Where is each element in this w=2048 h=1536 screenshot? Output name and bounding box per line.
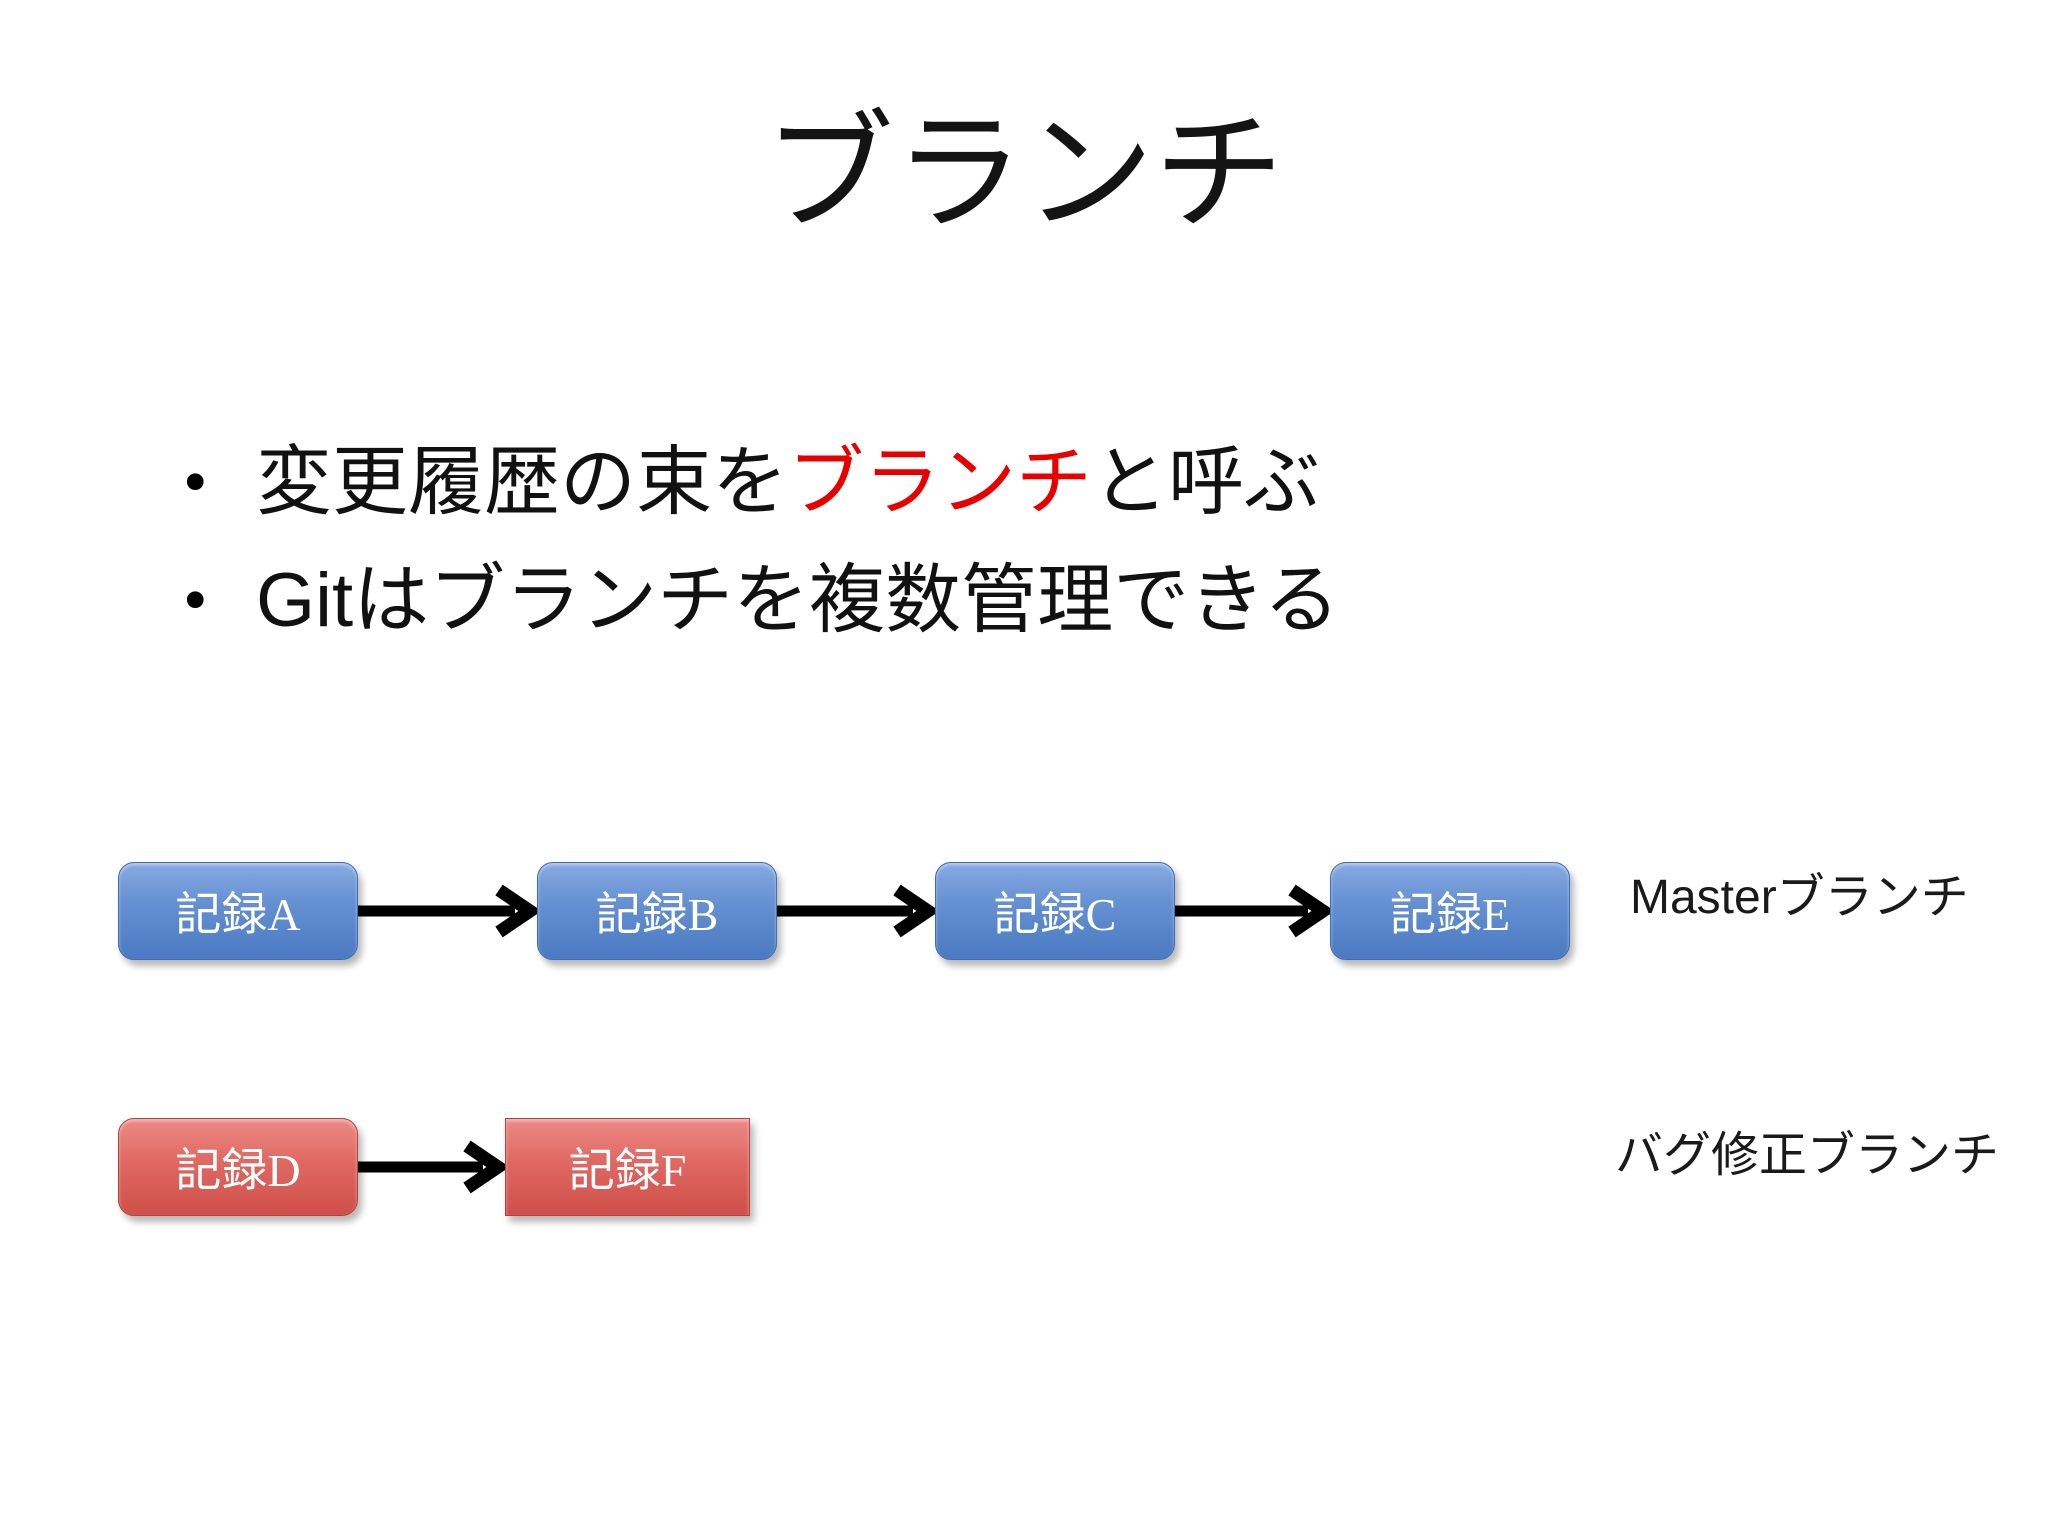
commit-node-record-f: 記録F (505, 1118, 750, 1216)
flow-arrow-icon (1175, 883, 1335, 939)
bullet2-rest-text: はブランチを複数管理できる (353, 559, 1340, 643)
flow-arrow-icon (777, 883, 940, 939)
bullet-text: Gitはブランチを複数管理できる (256, 542, 1340, 660)
bullet-item: • 変更履歴の束をブランチと呼ぶ (150, 424, 1340, 542)
page-title: ブランチ (763, 103, 1284, 247)
bullet-item: • Gitはブランチを複数管理できる (150, 542, 1340, 660)
commit-node-record-e: 記録E (1330, 862, 1570, 960)
commit-node-record-a: 記録A (118, 862, 358, 960)
bullet1-post-text: と呼ぶ (1092, 441, 1320, 525)
bullet-list: • 変更履歴の束をブランチと呼ぶ • Gitはブランチを複数管理できる (150, 424, 1340, 660)
commit-node-record-b: 記録B (537, 862, 777, 960)
flow-arrow-icon (358, 883, 542, 939)
bullet-marker-icon: • (183, 444, 208, 521)
master-branch-label-jp: ブランチ (1776, 871, 1969, 924)
bullet2-latin-text: Git (256, 558, 354, 643)
flow-arrow-icon (358, 1139, 510, 1195)
bullet1-highlight-text: ブランチ (788, 441, 1092, 525)
bullet-marker-icon: • (183, 562, 208, 639)
bullet-text: 変更履歴の束をブランチと呼ぶ (256, 424, 1320, 542)
master-branch-label-latin: Master (1630, 871, 1777, 924)
bullet1-pre-text: 変更履歴の束を (256, 441, 788, 525)
commit-node-record-d: 記録D (118, 1118, 358, 1216)
commit-node-record-c: 記録C (935, 862, 1175, 960)
master-branch-label: Masterブランチ (1630, 868, 1969, 928)
bugfix-branch-label: バグ修正ブランチ (1615, 1129, 2000, 1182)
